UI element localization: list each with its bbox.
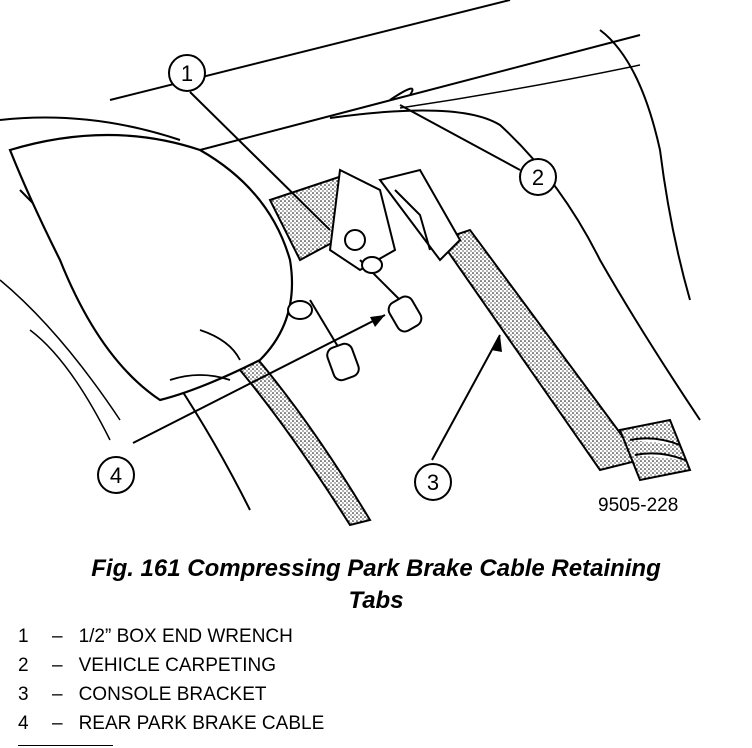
legend-label: VEHICLE CARPETING: [78, 655, 276, 676]
leader-1: [189, 91, 331, 231]
figure-caption: Fig. 161 Compressing Park Brake Cable Re…: [0, 553, 752, 617]
legend-dash: –: [51, 684, 63, 705]
legend-label: 1/2” BOX END WRENCH: [78, 626, 293, 647]
legend-item: 2 – VEHICLE CARPETING: [18, 651, 324, 680]
legend-item: 1 – 1/2” BOX END WRENCH: [18, 622, 324, 651]
callout-4-circle: [97, 456, 135, 494]
callout-3: 3: [427, 470, 439, 495]
legend-label: CONSOLE BRACKET: [78, 684, 267, 705]
legend-label: REAR PARK BRAKE CABLE: [78, 713, 325, 734]
line-drawing: 1 2 3 4: [0, 0, 701, 527]
legend-dash: –: [51, 713, 63, 734]
bottom-rule: [18, 745, 113, 746]
rear-cable-conduit: [238, 348, 372, 527]
callout-1: 1: [181, 61, 193, 86]
leader-3: [431, 334, 501, 461]
leader-4: [132, 314, 386, 444]
leader-2: [399, 104, 521, 171]
legend-item: 4 – REAR PARK BRAKE CABLE: [18, 709, 324, 738]
floor-edge-line-2: [199, 34, 641, 151]
legend-number: 3: [18, 684, 29, 705]
legend-dash: –: [51, 626, 63, 647]
caption-line-1: Fig. 161 Compressing Park Brake Cable Re…: [91, 555, 661, 582]
legend-item: 3 – CONSOLE BRACKET: [18, 680, 324, 709]
parts-legend: 1 – 1/2” BOX END WRENCH 2 – VEHICLE CARP…: [18, 622, 324, 738]
callout-1-circle: [168, 54, 206, 92]
callout-3-circle: [414, 463, 452, 501]
callout-2: 2: [532, 165, 544, 190]
seat-outline: [0, 116, 181, 141]
carpet-edge: [329, 109, 701, 421]
legend-number: 2: [18, 655, 29, 676]
carpet-fold: [389, 29, 691, 301]
caption-line-2: Tabs: [348, 587, 404, 614]
legend-dash: –: [51, 655, 63, 676]
hand: [8, 133, 294, 402]
callout-4: 4: [110, 463, 122, 488]
console-bracket: [438, 228, 642, 472]
drawing-number: 9505-228: [598, 495, 679, 516]
callout-2-circle: [519, 158, 557, 196]
legend-number: 4: [18, 713, 29, 734]
legend-number: 1: [18, 626, 29, 647]
